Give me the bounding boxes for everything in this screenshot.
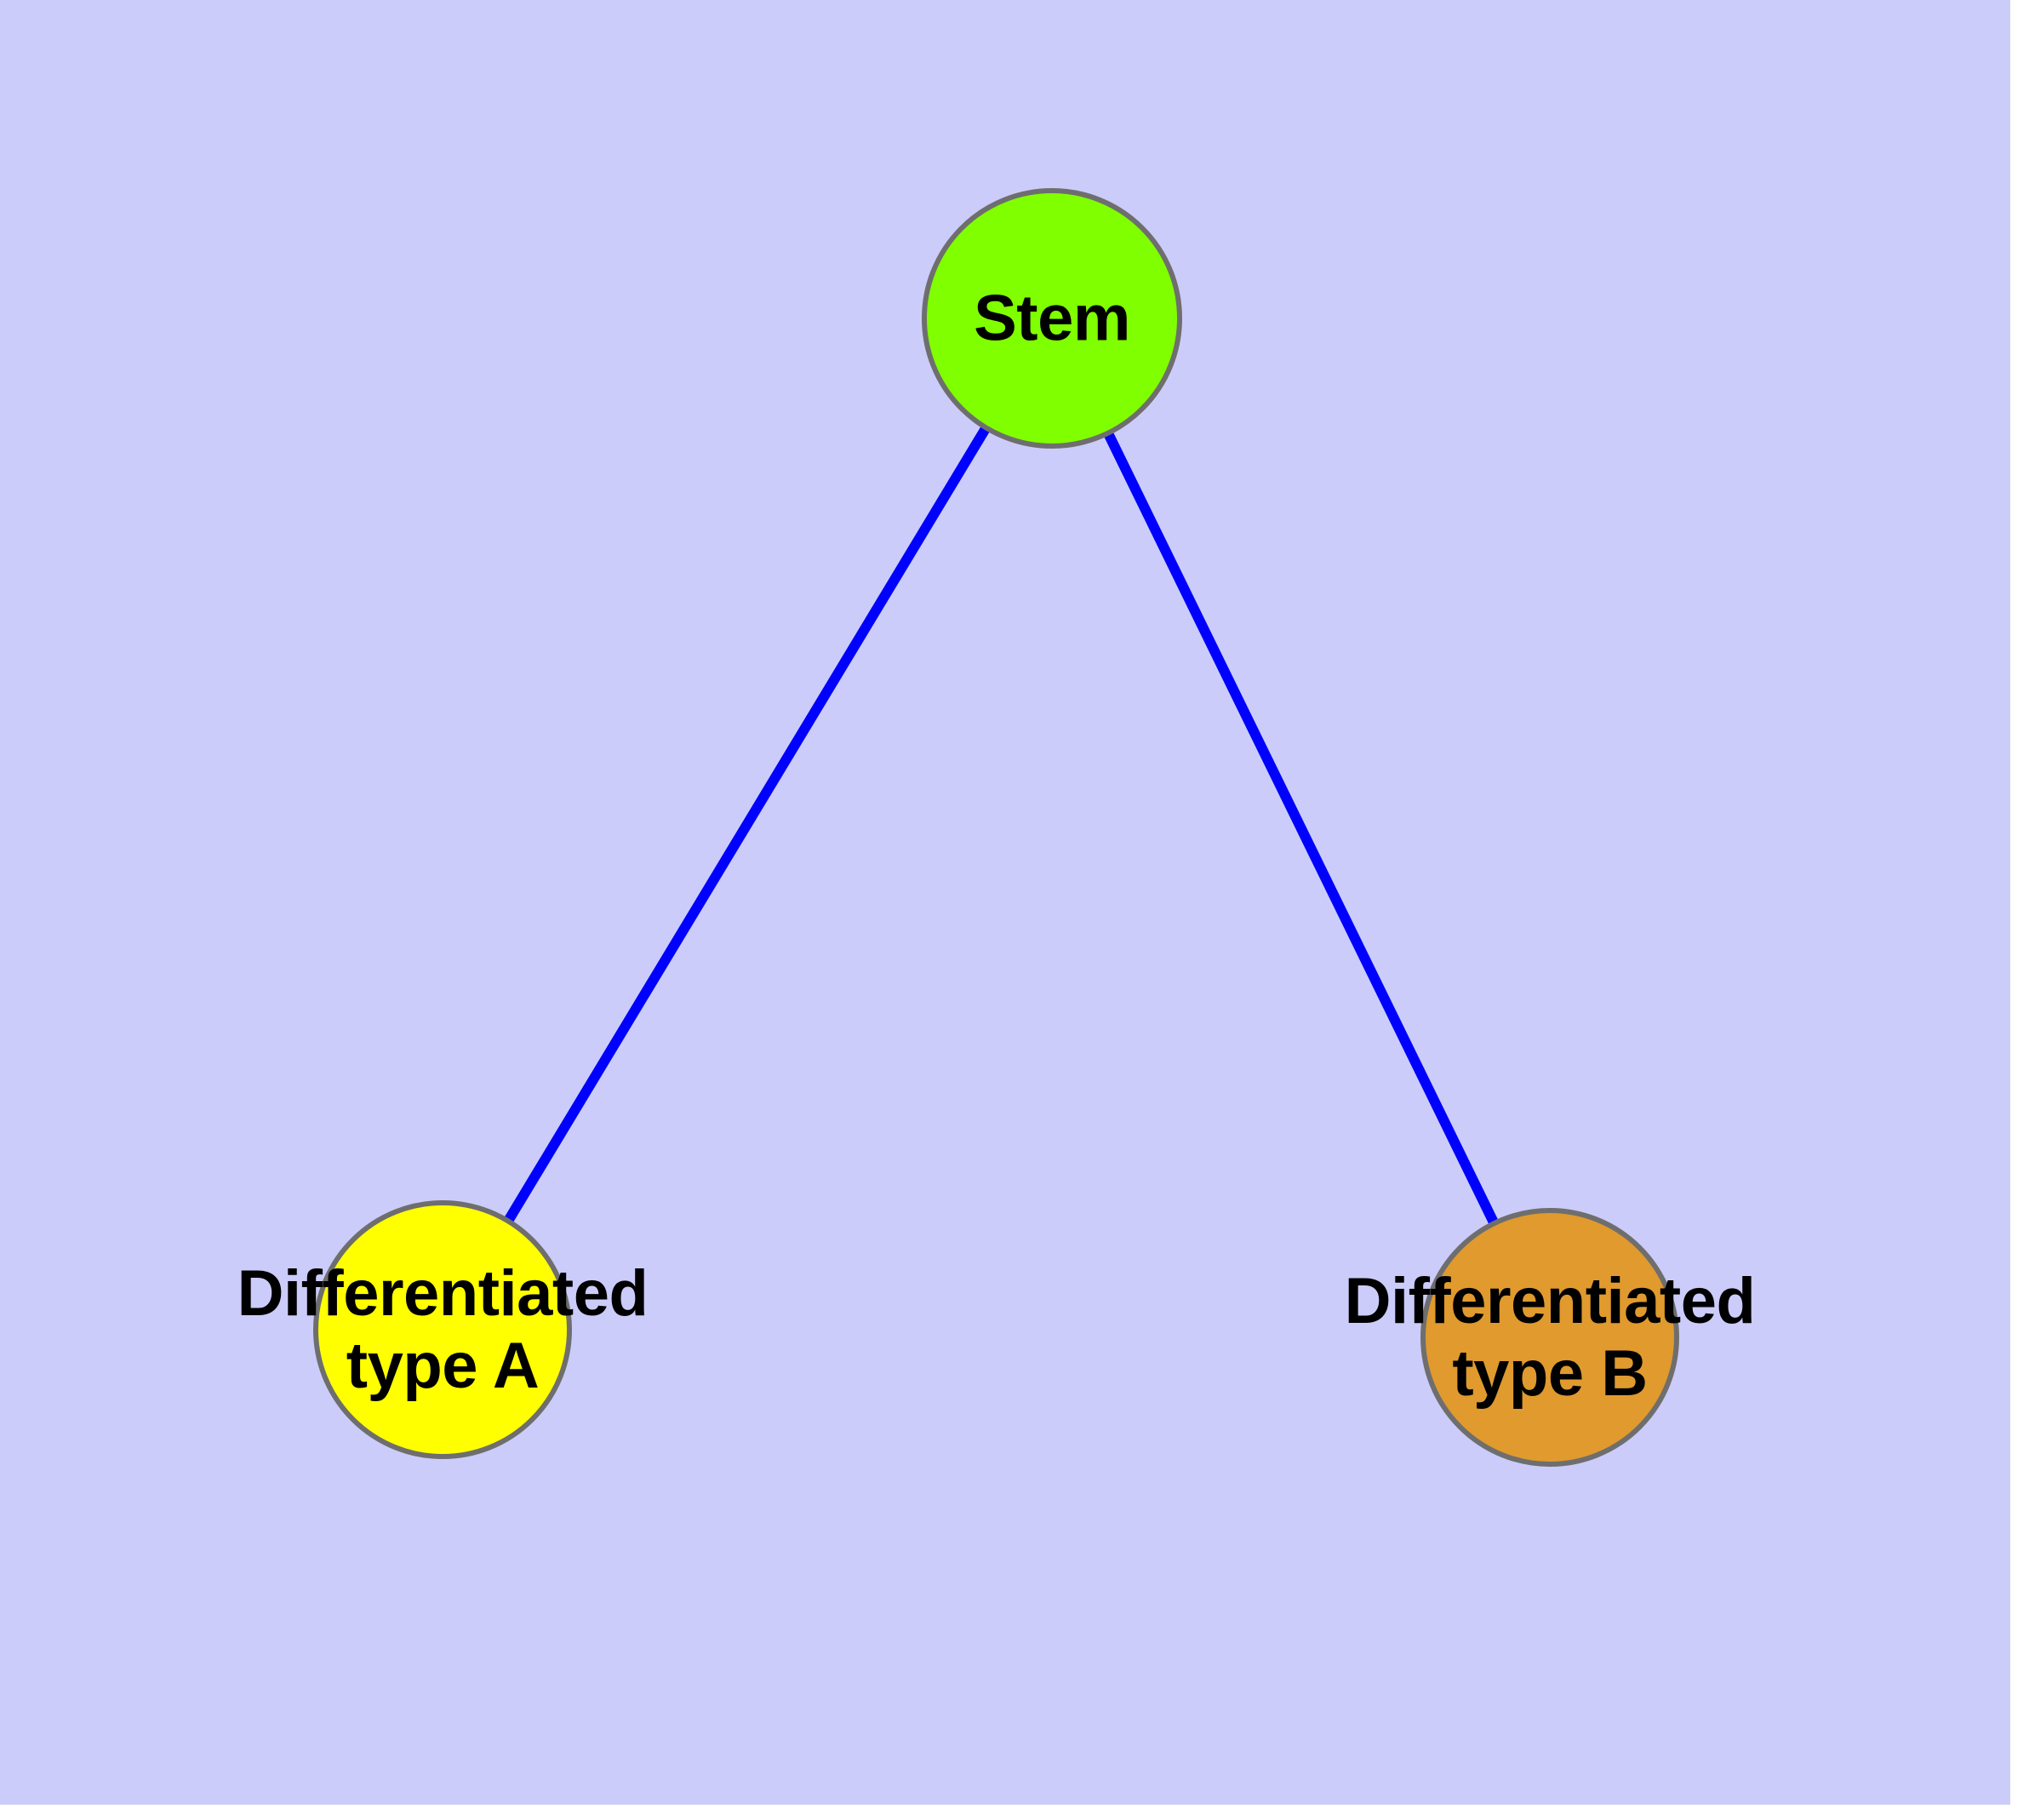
node-differentiated-type-a[interactable] bbox=[313, 1200, 572, 1459]
node-layer bbox=[313, 188, 1679, 1467]
edge-stem-to-differentiated-type-b[interactable] bbox=[1047, 316, 1555, 1340]
edge-stem-to-differentiated-type-a[interactable] bbox=[437, 315, 1057, 1333]
node-stem[interactable] bbox=[922, 188, 1182, 449]
node-differentiated-type-b[interactable] bbox=[1420, 1208, 1679, 1467]
edge-layer bbox=[437, 315, 1555, 1340]
